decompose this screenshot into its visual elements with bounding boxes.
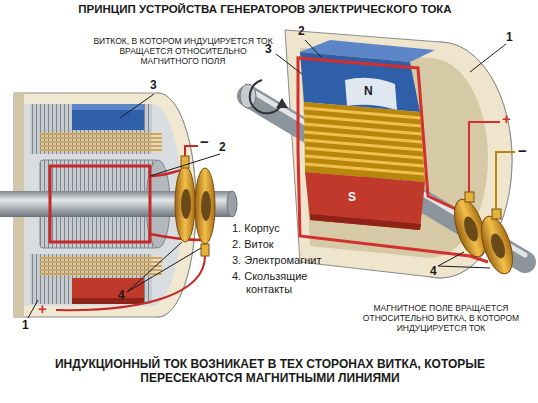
callout-number: 2 [298,24,305,38]
leader-line [120,94,154,118]
callout-number: 4 [118,288,125,302]
polarity-sign: − [200,133,209,151]
note: ВИТКОК, В КОТОРОМ ИНДУЦИРУЕТСЯ ТОК ВРАЩА… [90,36,276,67]
right-generator [310,214,421,230]
legend-item: 2. Виток [232,238,342,251]
leader-line [150,154,220,176]
right-generator [461,215,480,243]
right-generator [285,30,512,278]
leader-line [127,242,182,292]
left-generator [201,191,211,221]
callout-number: 1 [506,30,513,44]
left-generator [227,191,237,217]
callout-number: 1 [22,318,29,332]
coil [40,133,162,135]
polarity-sign: − [518,142,527,160]
coil [40,261,162,263]
pole-letter: S [348,190,356,204]
right-generator [496,152,515,209]
caption: ИНДУКЦИОННЫЙ ТОК ВОЗНИКАЕТ В ТЕХ СТОРОНА… [30,357,510,386]
leader-line [470,44,506,72]
callout-number: 3 [150,78,157,92]
coil [40,149,162,151]
coil [304,108,424,174]
left-generator [181,189,191,219]
coil [40,273,162,275]
callout-number: 3 [265,42,272,56]
legend-item: 3. Электромагнит [232,254,342,267]
right-generator [305,172,425,230]
coil [40,137,162,139]
left-generator [72,104,144,130]
left-generator [150,234,202,240]
right-generator [276,98,288,108]
right-generator [298,58,462,212]
coil [40,265,162,267]
left-generator [72,278,144,304]
leader-line [127,248,201,292]
left-generator [56,256,205,310]
leader-line [276,40,506,268]
right-generator [492,209,501,219]
leader-line [438,266,490,268]
note: МАГНИТНОЕ ПОЛЕ ВРАЩАЕТСЯ ОТНОСИТЕЛЬНО ВИ… [356,303,526,334]
coil [305,164,424,174]
legend-item: 4. Скользящие контакты [232,270,346,296]
callout-number: 2 [219,140,226,154]
left-generator [195,168,215,244]
leader-line [438,252,464,266]
right-generator [240,84,256,108]
leader-line [28,94,220,318]
title: ПРИНЦИП УСТРОЙСТВА ГЕНЕРАТОРОВ ЭЛЕКТРИЧЕ… [40,3,490,17]
right-generator [345,78,397,110]
coil [40,145,162,147]
right-generator [465,192,474,202]
coil [40,257,162,259]
polarity-sign: + [502,110,511,128]
right-generator [240,30,525,278]
left-generator [201,244,209,256]
leader-line [305,40,322,58]
leader-line [28,300,38,318]
pole-letter: N [364,84,373,98]
left-generator [72,298,144,304]
coil [40,134,162,150]
right-generator [488,232,507,260]
polarity-sign: + [38,300,47,318]
coil [40,258,162,274]
left-generator [0,93,237,318]
coil [40,269,162,271]
coil [40,141,162,143]
left-generator [50,166,150,242]
legend-item: 1. Корпус [232,222,342,235]
left-generator [185,146,198,156]
callout-number: 4 [430,264,437,278]
leader-line [276,54,302,74]
right-generator [250,80,282,113]
left-generator [175,166,195,242]
right-generator [304,102,425,182]
